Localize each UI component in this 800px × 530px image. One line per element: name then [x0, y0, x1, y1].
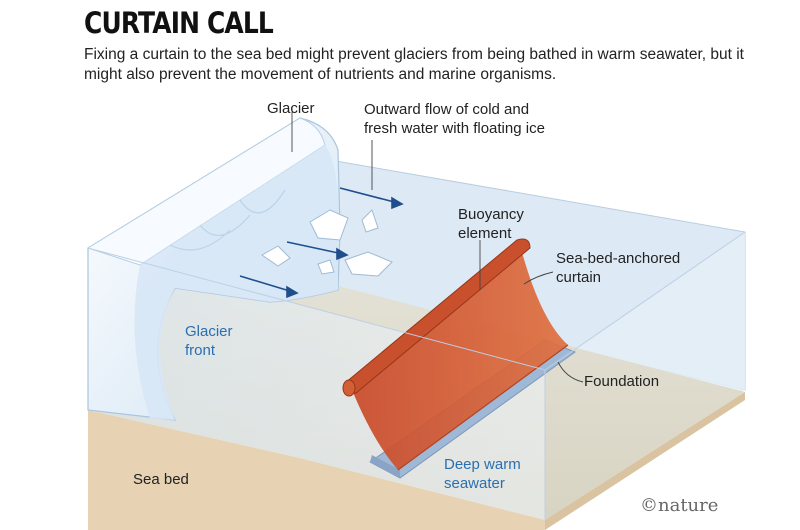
label-glacier-front: Glacier front	[185, 323, 233, 359]
foundation-leader	[557, 361, 584, 383]
ice-chunk	[361, 209, 379, 233]
foundation-side	[370, 455, 400, 478]
nature-credit: ©nature	[640, 495, 719, 516]
sea-bed-right-face	[545, 392, 745, 530]
label-outward-flow: Outward flow of cold and fresh water wit…	[364, 101, 545, 137]
label-deep-warm-seawater: Deep warm seawater	[444, 456, 521, 492]
label-glacier: Glacier	[267, 100, 315, 117]
ice-chunk	[317, 259, 335, 275]
label-sea-bed: Sea bed	[133, 471, 189, 488]
curtain-lower-edge	[397, 344, 569, 471]
glacier-top	[86, 117, 326, 266]
label-curtain: Sea-bed-anchored curtain	[556, 250, 681, 286]
ice-chunk	[261, 245, 291, 267]
label-buoyancy-element: Buoyancy element	[458, 206, 524, 242]
ice-chunk	[344, 251, 393, 277]
diagram-subtitle: Fixing a curtain to the sea bed might pr…	[84, 46, 744, 83]
ice-chunk	[309, 209, 349, 241]
curtain-leader	[523, 271, 554, 285]
flow-arrows	[239, 187, 404, 299]
curtain-sheet	[350, 245, 568, 470]
glacier-front-face	[134, 145, 339, 420]
label-foundation: Foundation	[584, 373, 660, 390]
sea-bed-front-face	[88, 410, 545, 530]
diagram-title: CURTAIN CALL	[84, 6, 274, 40]
